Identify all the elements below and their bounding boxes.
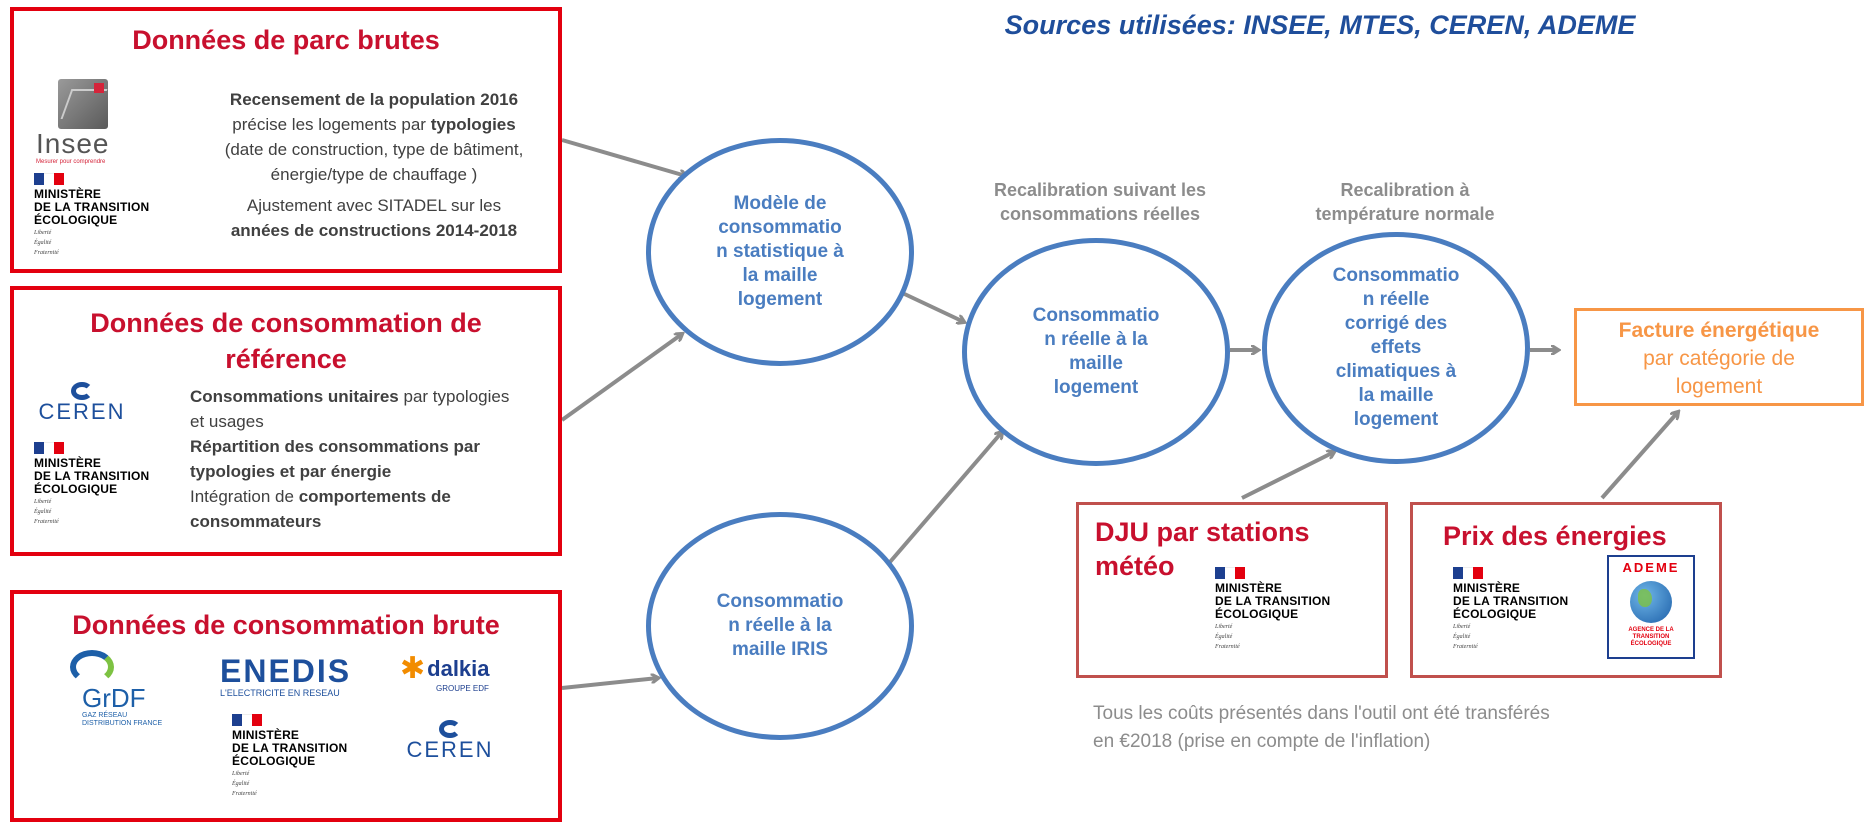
insee-logo: Insee Mesurer pour comprendre: [36, 79, 126, 166]
circle-reelle-line: logement: [1053, 377, 1139, 398]
circle-iris-line: maille IRIS: [731, 639, 829, 660]
ceren-logo: CEREN: [402, 720, 498, 762]
ministere-logo: MINISTÈRE DE LA TRANSITION ÉCOLOGIQUE Li…: [1215, 567, 1330, 651]
circle-modele-line: la maille: [742, 265, 818, 286]
box-ref-title-2: référence: [225, 344, 347, 374]
circle-corrige-line: logement: [1353, 409, 1439, 430]
label-recalibration-temperature: Recalibration à température normale: [1315, 180, 1495, 224]
circle-reelle-line: maille: [1069, 353, 1123, 374]
circle-corrige-line: climatiques à: [1335, 361, 1457, 382]
arrow-brute-to-iris: [561, 678, 658, 690]
box-brute-title: Données de consommation brute: [72, 610, 500, 640]
french-flag-icon: [34, 173, 64, 186]
box-dju-title: DJU par stations météo: [1095, 517, 1310, 581]
ceren-mark-icon: [439, 720, 461, 738]
grdf-swoosh-icon: [70, 650, 114, 684]
ministere-logo: MINISTÈRE DE LA TRANSITION ÉCOLOGIQUE Li…: [1453, 567, 1568, 651]
ministere-logo: MINISTÈRE DE LA TRANSITION ÉCOLOGIQUE Li…: [232, 714, 347, 798]
circle-iris-line: Consommatio: [716, 591, 844, 612]
grdf-logo: GrDF GAZ RÉSEAU DISTRIBUTION FRANCE: [64, 650, 174, 728]
ceren-logo: CEREN: [34, 382, 130, 424]
box-ref-text: Consommations unitaires par typologies e…: [190, 387, 510, 531]
box-parc-title: Données de parc brutes: [132, 25, 440, 55]
circle-corrige-line: la maille: [1358, 385, 1434, 406]
french-flag-icon: [232, 714, 262, 727]
ministere-logo: MINISTÈRE DE LA TRANSITION ÉCOLOGIQUE Li…: [34, 173, 149, 257]
french-flag-icon: [1453, 567, 1483, 580]
circle-corrige-line: n réelle: [1362, 289, 1430, 310]
dalkia-star-icon: ✱: [400, 652, 426, 685]
circle-corrige-line: Consommatio: [1332, 265, 1460, 286]
circle-conso-corrige: Consommatio n réelle corrigé des effets clim…: [1262, 232, 1530, 464]
circle-corrige-line: corrigé des: [1344, 313, 1448, 334]
ceren-mark-icon: [71, 382, 93, 400]
arrow-dju-to-corrige: [1241, 452, 1334, 500]
circle-conso-reelle: Consommatio n réelle à la maille logement: [962, 238, 1230, 466]
box-prix-energies: Prix des énergies MINISTÈRE DE LA TRANSI…: [1410, 502, 1722, 678]
box-ref-title-1: Données de consommation de: [90, 308, 482, 338]
circle-modele-statistique: Modèle de consommatio n statistique à la ma…: [646, 138, 914, 366]
dalkia-logo: ✱ dalkia GROUPE EDF: [400, 652, 490, 694]
circle-modele-line: Modèle de: [733, 193, 827, 214]
box-parc-text: Recensement de la population 2016 précis…: [224, 90, 524, 240]
box-facture-energetique: Facture énergétique par catégorie de log…: [1574, 308, 1864, 406]
sources-title: Sources utilisées: INSEE, MTES, CEREN, A…: [1004, 10, 1636, 40]
label-recalibration-reelles: Recalibration suivant les consommations …: [993, 180, 1207, 224]
circle-modele-line: logement: [737, 289, 823, 310]
insee-tagline: Mesurer pour comprendre: [36, 159, 106, 165]
circle-reelle-line: n réelle à la: [1044, 329, 1148, 350]
insee-graphic: [58, 79, 108, 129]
circle-modele-line: consommatio: [718, 217, 842, 238]
circle-modele-line: n statistique à: [716, 241, 844, 262]
french-flag-icon: [1215, 567, 1245, 580]
box-dju: DJU par stations météo MINISTÈRE DE LA T…: [1076, 502, 1388, 678]
french-flag-icon: [34, 442, 64, 455]
inflation-note: Tous les coûts présentés dans l'outil on…: [1093, 703, 1550, 752]
circle-corrige-line: effets: [1370, 337, 1422, 358]
box-prix-title: Prix des énergies: [1443, 521, 1667, 551]
box-parc-brutes: Données de parc brutes Insee Mesurer pou…: [10, 7, 562, 273]
arrow-ref-to-modele: [560, 334, 682, 422]
arrow-parc-to-modele: [561, 138, 686, 176]
enedis-logo: ENEDIS L'ELECTRICITE EN RESEAU: [220, 653, 352, 698]
globe-icon: [1630, 581, 1672, 623]
insee-wordmark: Insee: [36, 128, 110, 159]
box-conso-brute: Données de consommation brute GrDF GAZ R…: [10, 590, 562, 822]
circle-iris-line: n réelle à la: [728, 615, 832, 636]
arrow-iris-to-reelle: [888, 432, 1002, 564]
ademe-logo: ADEME AGENCE DE LA TRANSITION ÉCOLOGIQUE: [1607, 555, 1695, 659]
circle-conso-iris: Consommatio n réelle à la maille IRIS: [646, 512, 914, 740]
arrow-prix-to-facture: [1600, 412, 1678, 500]
circle-reelle-line: Consommatio: [1032, 305, 1160, 326]
box-conso-reference: Données de consommation de référence CER…: [10, 286, 562, 556]
ministere-logo: MINISTÈRE DE LA TRANSITION ÉCOLOGIQUE Li…: [34, 442, 149, 526]
arrow-modele-to-reelle: [895, 288, 964, 322]
